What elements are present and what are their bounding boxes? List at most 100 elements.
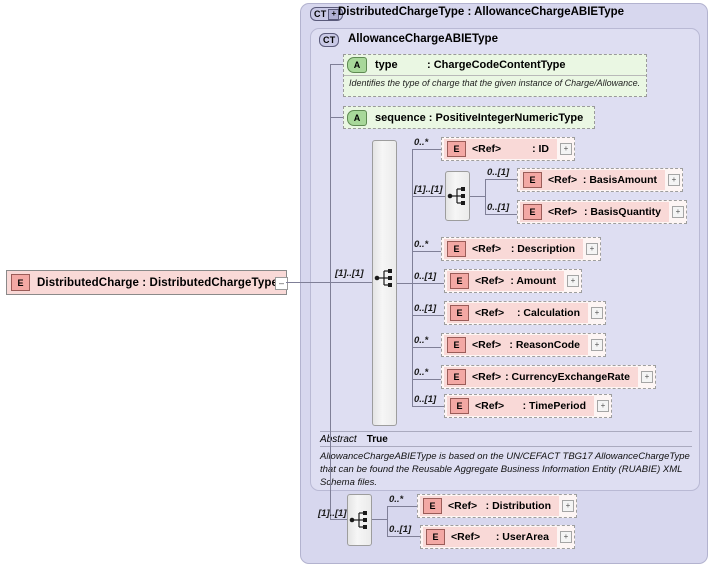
connector-attr-to-main: [330, 117, 331, 282]
element-userarea-box: E <Ref> : UserArea: [423, 527, 557, 547]
cardinality-timeperiod: 0..[1]: [414, 394, 437, 405]
element-distribution-name: : Distribution: [485, 500, 551, 512]
connector-bottom-vertical: [330, 282, 331, 519]
type-documentation: AllowanceChargeABIEType is based on the …: [320, 451, 690, 488]
inner-ct-chip-label: CT: [323, 35, 336, 45]
attribute-sequence-name: sequence : PositiveIntegerNumericType: [375, 111, 584, 124]
connector-row-basisquantity: [485, 214, 517, 215]
element-timeperiod-box: E <Ref> : TimePeriod: [447, 396, 594, 416]
connector-main-stem: [397, 283, 412, 284]
inner-ct-chip[interactable]: CT: [319, 33, 340, 47]
element-description[interactable]: E <Ref> : Description +: [441, 237, 601, 261]
cardinality-description: 0..*: [414, 239, 429, 250]
connector-bottom-stem: [372, 519, 387, 520]
connector-row-reasoncode: [412, 347, 441, 348]
root-element-node[interactable]: E DistributedCharge : DistributedChargeT…: [6, 270, 287, 295]
plus-icon[interactable]: +: [672, 206, 684, 218]
cardinality-bottom-sequence: [1]..[1]: [318, 508, 347, 519]
element-userarea[interactable]: E <Ref> : UserArea +: [420, 525, 575, 549]
element-badge-icon: E: [447, 369, 466, 385]
connector-row-timeperiod: [412, 406, 444, 407]
plus-icon[interactable]: +: [567, 275, 579, 287]
element-distribution[interactable]: E <Ref> : Distribution +: [417, 494, 577, 518]
root-collapse-toggle[interactable]: –: [275, 277, 288, 290]
plus-icon[interactable]: +: [591, 339, 603, 351]
attribute-type-datatype: : ChargeCodeContentType: [427, 59, 566, 71]
element-calculation-box: E <Ref> : Calculation: [447, 303, 588, 323]
attribute-badge-icon: A: [347, 109, 367, 126]
connector-row-id: [412, 149, 441, 150]
element-amount-box: E <Ref> : Amount: [447, 271, 564, 291]
element-description-name: : Description: [510, 243, 575, 255]
element-calculation-name: : Calculation: [516, 307, 580, 319]
abstract-row: Abstract True: [320, 431, 692, 447]
plus-icon[interactable]: +: [591, 307, 603, 319]
outer-ct-chip-label: CT: [314, 9, 327, 19]
plus-icon[interactable]: +: [328, 8, 340, 20]
element-id-ref: <Ref>: [472, 143, 502, 155]
connector-nested-stem: [470, 196, 485, 197]
connector-row-currencyexchangerate: [412, 379, 441, 380]
element-id-name: : ID: [532, 143, 549, 155]
plus-icon[interactable]: +: [586, 243, 598, 255]
element-badge-icon: E: [426, 529, 445, 545]
element-basisquantity[interactable]: E <Ref> : BasisQuantity +: [517, 200, 687, 224]
element-userarea-name: : UserArea: [495, 531, 549, 543]
connector-row-description: [412, 251, 441, 252]
outer-ct-chip[interactable]: CT +: [310, 7, 344, 21]
element-badge-icon: E: [447, 141, 466, 157]
connector-attr-vertical: [330, 64, 331, 118]
cardinality-id: 0..*: [414, 137, 429, 148]
connector-bottom-in: [330, 519, 347, 520]
element-description-ref: <Ref>: [472, 243, 502, 255]
element-amount-ref: <Ref>: [475, 275, 505, 287]
connector-attr-sequence: [330, 117, 343, 118]
plus-icon[interactable]: +: [560, 531, 572, 543]
element-amount[interactable]: E <Ref> : Amount +: [444, 269, 582, 293]
attribute-type-row: A type : ChargeCodeContentType: [344, 55, 646, 75]
connector-bottom-spine: [387, 506, 388, 536]
element-badge-icon: E: [447, 337, 466, 353]
plus-icon[interactable]: +: [641, 371, 653, 383]
plus-icon[interactable]: +: [597, 400, 609, 412]
sequence-icon: [349, 511, 367, 529]
element-id-box: E <Ref> : ID: [444, 139, 557, 159]
inner-panel-title: AllowanceChargeABIEType: [348, 33, 498, 45]
element-basisamount-box: E <Ref> : BasisAmount: [520, 170, 665, 190]
connector-main-in: [330, 282, 372, 283]
element-currencyexchangerate-ref: <Ref>: [472, 371, 502, 383]
abstract-label: Abstract: [320, 433, 357, 445]
element-distribution-box: E <Ref> : Distribution: [420, 496, 559, 516]
element-id[interactable]: E <Ref> : ID +: [441, 137, 575, 161]
element-currencyexchangerate[interactable]: E <Ref> : CurrencyExchangeRate +: [441, 365, 656, 389]
abstract-value: True: [366, 433, 388, 445]
element-calculation[interactable]: E <Ref> : Calculation +: [444, 301, 606, 325]
plus-icon[interactable]: +: [668, 174, 680, 186]
cardinality-calculation: 0..[1]: [414, 303, 437, 314]
element-basisamount[interactable]: E <Ref> : BasisAmount +: [517, 168, 683, 192]
element-reasoncode[interactable]: E <Ref> : ReasonCode +: [441, 333, 606, 357]
attribute-type[interactable]: A type : ChargeCodeContentType Identifie…: [343, 54, 647, 97]
cardinality-nested-sequence: [1]..[1]: [414, 184, 443, 195]
attribute-sequence[interactable]: A sequence : PositiveIntegerNumericType: [343, 106, 595, 129]
plus-icon[interactable]: +: [562, 500, 574, 512]
element-basisamount-name: : BasisAmount: [582, 174, 657, 186]
connector-row-distribution: [387, 506, 417, 507]
element-badge-icon: E: [423, 498, 442, 514]
connector-nested-spine: [485, 179, 486, 214]
connector-row-amount: [412, 283, 444, 284]
plus-icon[interactable]: +: [560, 143, 572, 155]
element-basisamount-ref: <Ref>: [548, 174, 578, 186]
cardinality-basisquantity: 0..[1]: [487, 202, 510, 213]
element-description-box: E <Ref> : Description: [444, 239, 583, 259]
attribute-type-name: type: [375, 59, 398, 71]
element-badge-icon: E: [11, 274, 30, 291]
element-timeperiod[interactable]: E <Ref> : TimePeriod +: [444, 394, 612, 418]
connector-root: [286, 282, 330, 283]
connector-row-basisamount: [485, 179, 517, 180]
sequence-icon: [447, 187, 465, 205]
element-amount-name: : Amount: [510, 275, 556, 287]
element-basisquantity-ref: <Ref>: [548, 206, 578, 218]
element-badge-icon: E: [447, 241, 466, 257]
